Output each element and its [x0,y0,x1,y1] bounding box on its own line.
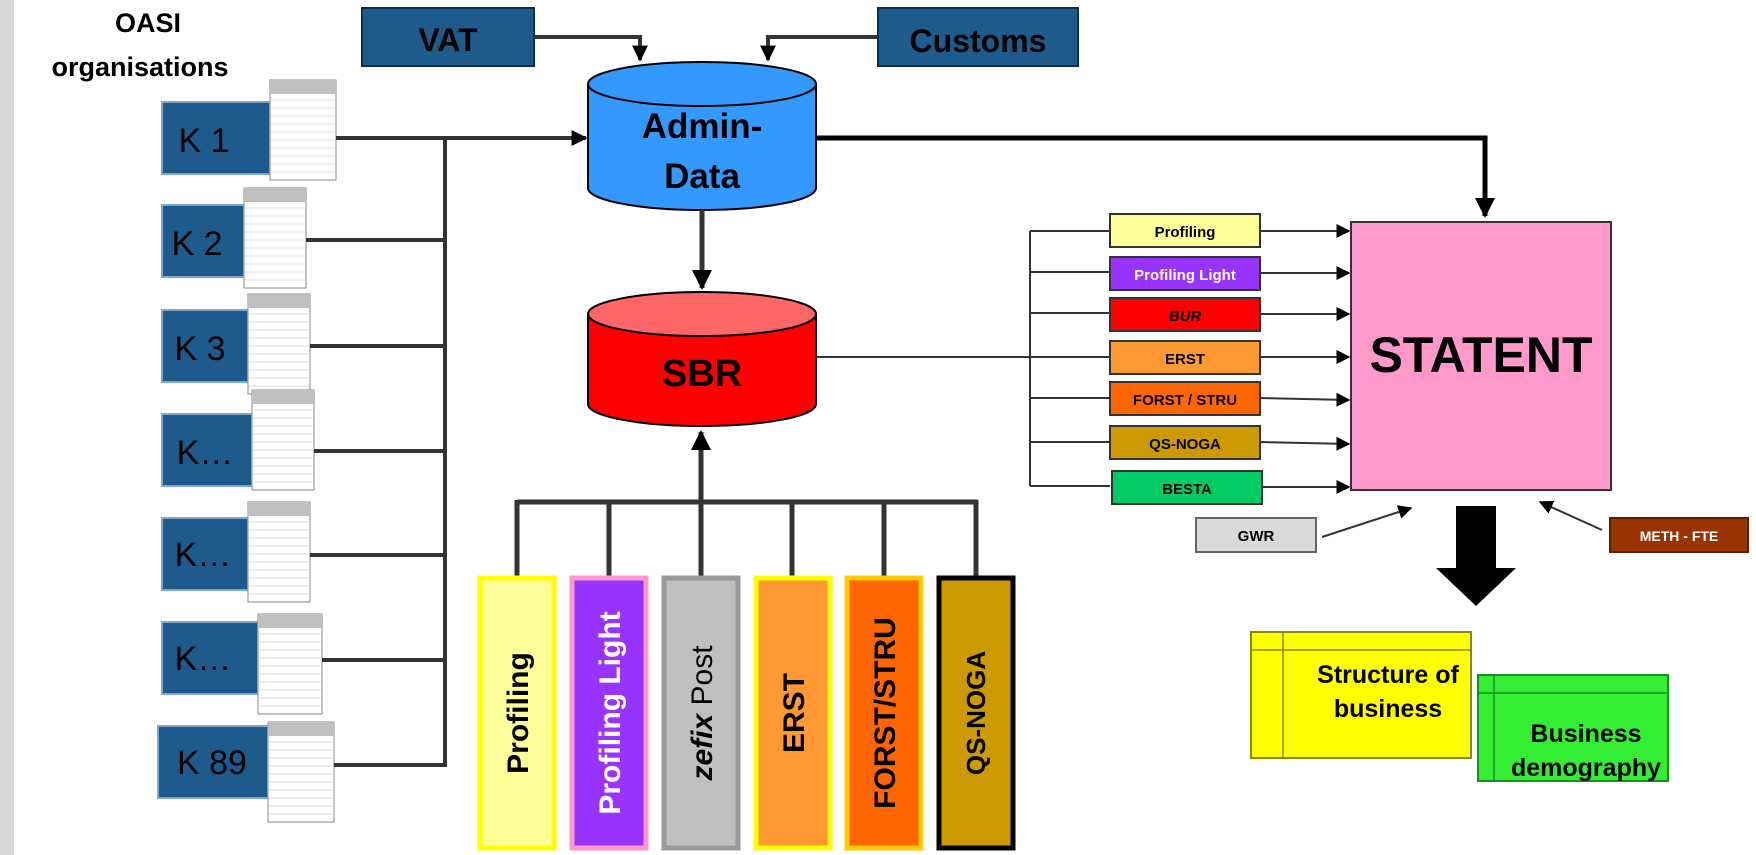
gwr-box: GWR [1195,517,1317,553]
survey-label: zefix Post [686,645,719,782]
gwr-label: GWR [1238,528,1275,545]
survey-connectors [514,499,979,578]
business-demography-line2: demography [1511,754,1661,782]
statent-input-besta: BESTA [1111,470,1263,505]
statent-input-arrows [1259,224,1351,494]
statent-input-profiling: Profiling [1109,213,1261,248]
oasi-box-label: K 89 [177,744,247,782]
business-demography-box: Business demography [1477,674,1669,782]
photo-strip [0,0,14,855]
oasi-connectors [306,136,447,767]
structure-line1: Structure of [1317,661,1459,689]
admin-to-statent-arrow [816,135,1495,218]
statent-input-label: Profiling Light [1134,267,1236,284]
admin-data-database: Admin- Data [587,61,817,211]
statent-input-erst: ERST [1109,340,1261,375]
statent-input-qs-noga: QS-NOGA [1109,425,1261,460]
oasi-box-89: K 89 [157,721,335,823]
survey-label: Profiling [502,652,535,774]
statent-input-label: ERST [1165,351,1205,368]
oasi-box-5: K… [161,501,311,603]
customs-arrow [760,35,878,62]
statent-input-label: BESTA [1162,481,1212,498]
statent-input-label: QS-NOGA [1149,436,1221,453]
sbr-label: SBR [662,353,742,395]
register-thumbnail [269,79,337,181]
oasi-box-1: K 1 [161,79,337,181]
survey-label: ERST [778,673,811,753]
oasi-box-label: K 1 [178,122,229,160]
statent-label: STATENT [1369,327,1592,383]
oasi-box-3: K 3 [161,293,311,395]
statent-input-bur: BUR [1109,297,1261,332]
vat-label: VAT [418,22,478,58]
survey-zefix-post: zefix Post [661,575,741,851]
gwr-arrow [1321,505,1413,538]
meth-fte-arrow [1538,500,1603,531]
meth-fte-box: METH - FTE [1609,517,1749,553]
survey-label: Profiling Light [594,611,627,814]
admin-data-label-line2: Data [664,157,740,196]
register-thumbnail [247,293,311,395]
oasi-box-label: K 2 [171,225,222,263]
survey-qs-noga: QS-NOGA [936,575,1016,851]
oasi-box-2: K 2 [161,187,307,289]
survey-profiling: Profiling [477,575,557,851]
statent-input-forst-stru: FORST / STRU [1109,381,1261,416]
oasi-box-label: K 3 [174,330,225,368]
structure-of-business-box: Structure of business [1250,631,1472,759]
register-thumbnail [247,501,311,603]
oasi-box-6: K… [161,613,323,715]
big-down-arrow-icon [1436,506,1516,606]
survey-label: FORST/STRU [869,617,902,809]
oasi-title-line2: organisations [51,52,228,82]
business-demography-line1: Business [1530,720,1641,748]
survey-profiling-light: Profiling Light [569,575,649,851]
vat-box: VAT [361,7,535,67]
structure-line2: business [1334,695,1442,723]
register-thumbnail [251,389,315,491]
customs-box: Customs [877,7,1079,67]
statent-input-label: FORST / STRU [1133,392,1237,409]
register-thumbnail [257,613,323,715]
admin-data-label-line1: Admin- [642,107,763,146]
statent-input-bracket [1029,230,1110,487]
statent-input-profiling-light: Profiling Light [1109,256,1261,291]
oasi-box-label: K… [175,536,232,574]
statent-box: STATENT [1350,221,1612,491]
statent-input-label: BUR [1169,308,1202,325]
customs-label: Customs [910,23,1047,59]
oasi-title-line1: OASI [115,8,181,38]
oasi-box-label: K… [177,434,234,472]
survey-forst-stru: FORST/STRU [844,575,924,851]
zefix-italic: zefix [686,713,719,782]
oasi-box-4: K… [161,389,315,491]
survey-erst: ERST [753,575,833,851]
vat-arrow [534,35,648,62]
oasi-box-label: K… [175,640,232,678]
meth-fte-label: METH - FTE [1640,528,1719,544]
sbr-database: SBR [587,291,817,427]
statent-input-label: Profiling [1155,224,1216,241]
register-thumbnail [243,187,307,289]
survey-label: QS-NOGA [961,651,991,775]
register-thumbnail [267,721,335,823]
zefix-rest: Post [686,645,719,714]
